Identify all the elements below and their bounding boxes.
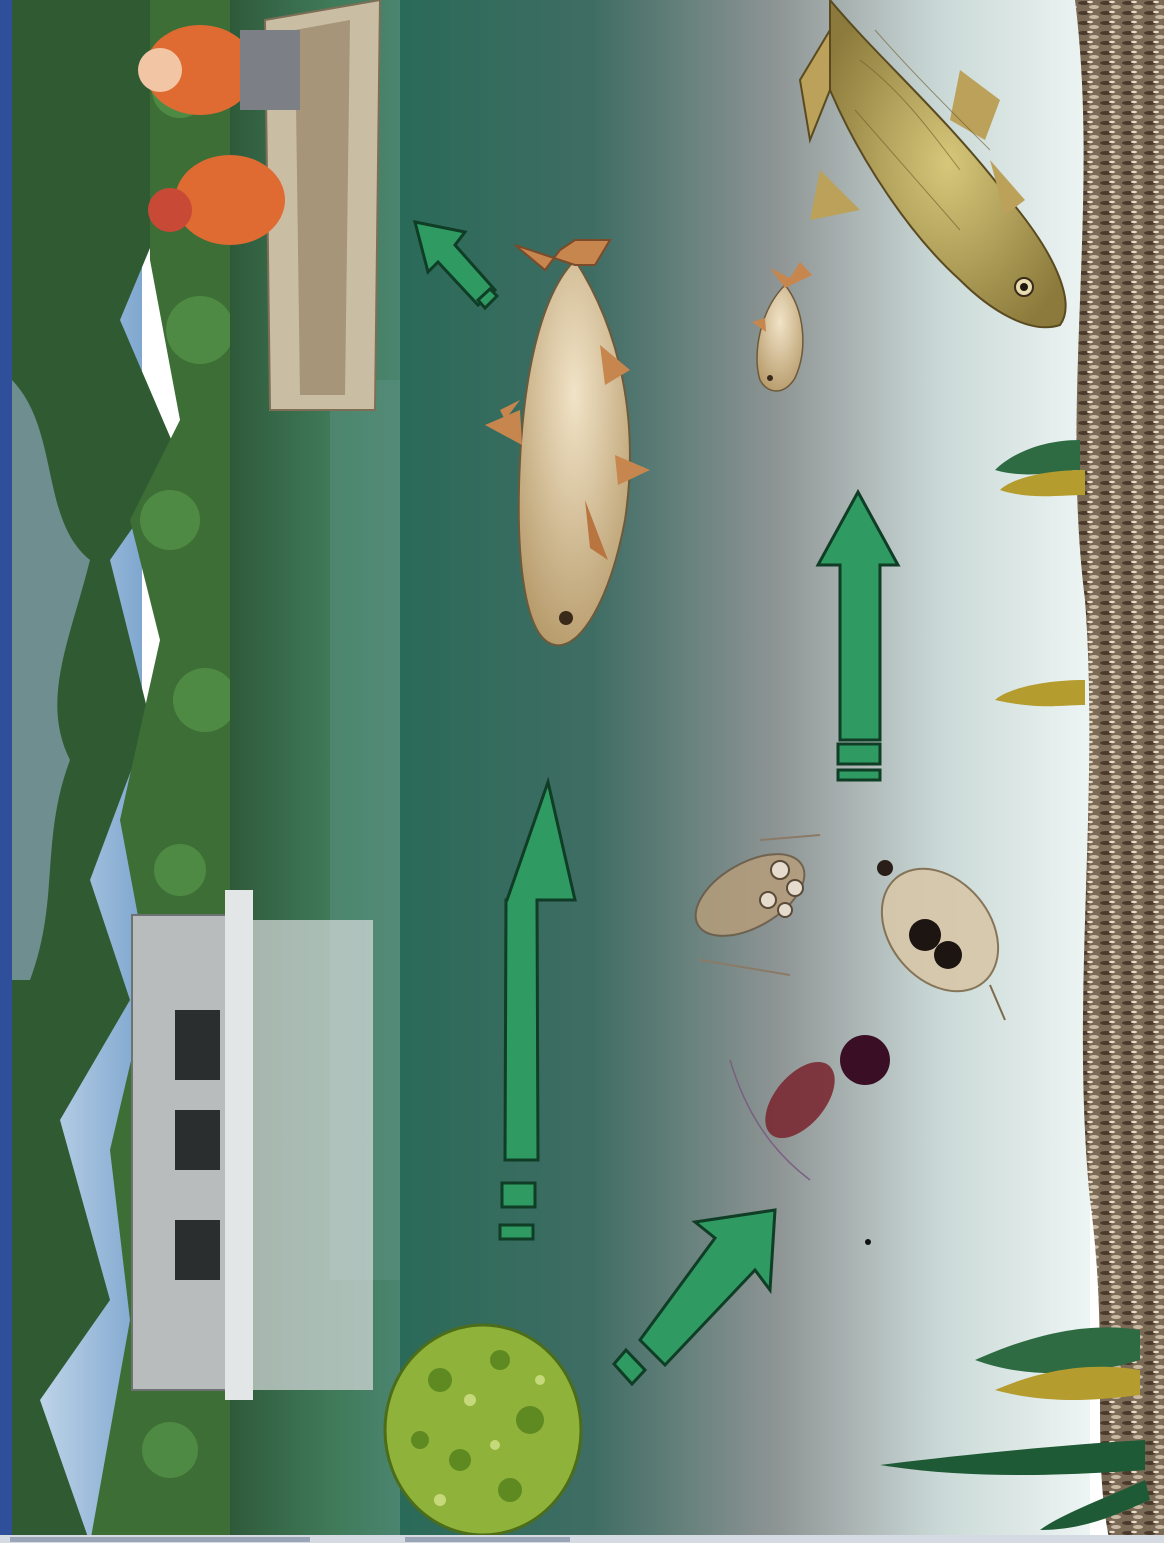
covered-bridge-icon <box>132 890 373 1400</box>
scroll-segment-left[interactable] <box>10 1537 310 1542</box>
speck <box>865 1239 871 1245</box>
blue-edge <box>0 0 12 1543</box>
scroll-segment-right[interactable] <box>405 1537 570 1542</box>
bottom-toolbar-strip <box>0 1535 1164 1543</box>
algae-colony-icon <box>385 1325 581 1535</box>
